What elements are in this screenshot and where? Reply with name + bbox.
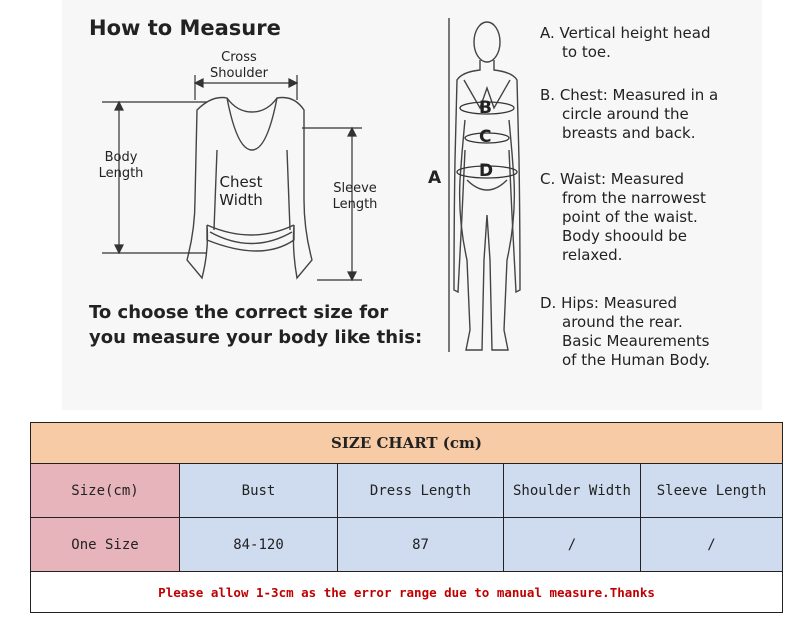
definition-waist: C. Waist: Measured from the narrowest po… (540, 170, 750, 265)
definition-line: D. Hips: Measured (540, 294, 677, 312)
body-length-arrow (102, 100, 207, 255)
size-chart-header-row: Size(cm) Bust Dress Length Shoulder Widt… (30, 463, 784, 518)
measurement-illustration (102, 18, 521, 352)
definition-line: B. Chest: Measured in a (540, 86, 719, 104)
definition-line: circle around the (562, 105, 689, 123)
sleeve-length-label: Sleeve Length (324, 181, 386, 213)
definition-line: point of the waist. (562, 208, 698, 226)
cross-shoulder-label-line: Cross (221, 50, 257, 65)
cross-shoulder-label-line: Shoulder (210, 66, 268, 81)
size-chart-table: SIZE CHART (cm) Size(cm) Bust Dress Leng… (29, 422, 784, 613)
chest-width-label-line: Width (219, 191, 263, 209)
measurement-guide: How to Measure Cross Shoulder Body Lengt… (62, 0, 762, 410)
definition-line: relaxed. (562, 246, 623, 264)
cross-shoulder-label: Cross Shoulder (194, 50, 284, 82)
chest-width-label: Chest Width (206, 173, 276, 209)
cell-dress-length: 87 (337, 517, 504, 572)
sleeve-length-label-line: Length (332, 197, 378, 212)
size-chart-note-row: Please allow 1-3cm as the error range du… (29, 571, 784, 613)
cell-size: One Size (30, 517, 180, 572)
size-chart-title-row: SIZE CHART (cm) (29, 422, 784, 464)
definition-line: of the Human Body. (562, 351, 710, 369)
definition-line: C. Waist: Measured (540, 170, 685, 188)
sleeve-length-arrow (302, 126, 362, 282)
definition-line: breasts and back. (562, 124, 696, 142)
definition-line: A. Vertical height head (540, 24, 711, 42)
cell-sleeve-length: / (639, 517, 784, 572)
figure-letter-d: D (479, 161, 494, 181)
guide-title: How to Measure (89, 16, 281, 40)
header-size: Size(cm) (30, 463, 180, 518)
body-length-label: Body Length (86, 150, 156, 182)
choose-size-line: To choose the correct size for (89, 302, 389, 323)
figure-letter-a: A (428, 168, 442, 188)
definition-line: from the narrowest (562, 189, 706, 207)
size-chart-title: SIZE CHART (cm) (29, 422, 784, 464)
definition-line: Body shoould be (562, 227, 688, 245)
header-dress-length: Dress Length (337, 463, 504, 518)
figure-letter-b: B (479, 98, 492, 118)
human-figure (453, 21, 521, 351)
measurement-error-note: Please allow 1-3cm as the error range du… (29, 571, 784, 613)
chest-width-label-line: Chest (219, 173, 263, 191)
header-bust: Bust (179, 463, 338, 518)
definition-height: A. Vertical height head to toe. (540, 24, 750, 62)
cross-shoulder-arrow (193, 75, 299, 100)
body-length-label-line: Length (98, 166, 144, 181)
sweater-drawing (186, 96, 313, 280)
sleeve-length-label-line: Sleeve (333, 181, 377, 196)
definition-line: to toe. (562, 43, 611, 61)
table-row: One Size 84-120 87 / / (30, 517, 784, 572)
cell-bust: 84-120 (179, 517, 338, 572)
body-length-label-line: Body (104, 150, 138, 165)
definition-hips: D. Hips: Measured around the rear. Basic… (540, 294, 750, 370)
body-measure-rings (448, 18, 518, 352)
cell-shoulder-width: / (503, 517, 641, 572)
choose-size-instructions: To choose the correct size for you measu… (89, 300, 422, 350)
choose-size-line: you measure your body like this: (89, 327, 423, 348)
header-sleeve-length: Sleeve Length (639, 463, 784, 518)
header-shoulder-width: Shoulder Width (503, 463, 641, 518)
figure-letter-c: C (479, 127, 492, 147)
definition-chest: B. Chest: Measured in a circle around th… (540, 86, 750, 143)
definition-line: around the rear. (562, 313, 683, 331)
definition-line: Basic Meaurements (562, 332, 710, 350)
